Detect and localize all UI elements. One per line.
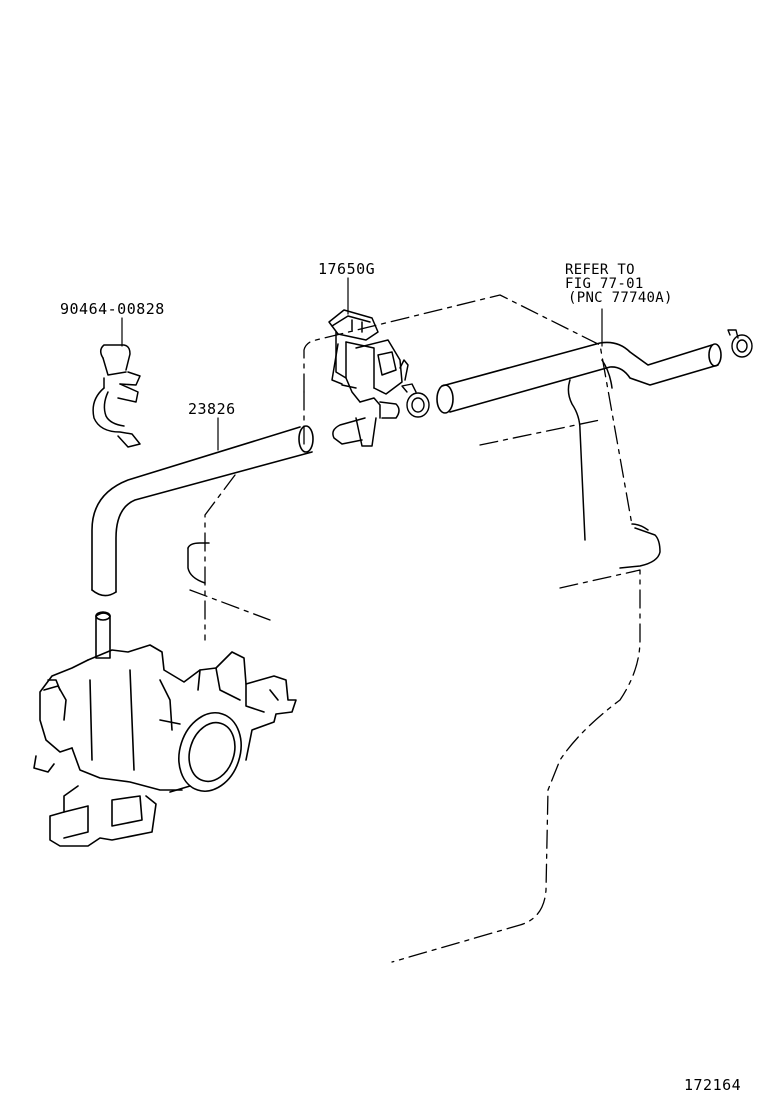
engine-phantom-outline	[190, 295, 640, 962]
reference-note-line-2: FIG 77-01	[565, 276, 644, 292]
part-number-clip: 90464-00828	[60, 300, 165, 318]
part-number-hose: 23826	[188, 400, 236, 418]
manifold-bracket	[188, 360, 660, 583]
illustration-number: 172164	[684, 1076, 742, 1094]
clip-90464	[93, 345, 140, 447]
hose-right	[437, 342, 721, 413]
hose-clamp-2	[728, 330, 752, 357]
hose-clamp-1	[402, 384, 429, 417]
hose-23826	[92, 426, 313, 596]
part-number-vsv: 17650G	[318, 260, 376, 278]
vsv-17650g	[329, 310, 408, 446]
throttle-body	[34, 612, 296, 846]
leader-lines	[122, 278, 602, 450]
reference-note-line-1: REFER TO	[565, 262, 635, 278]
reference-note-line-3: (PNC 77740A)	[568, 290, 673, 306]
